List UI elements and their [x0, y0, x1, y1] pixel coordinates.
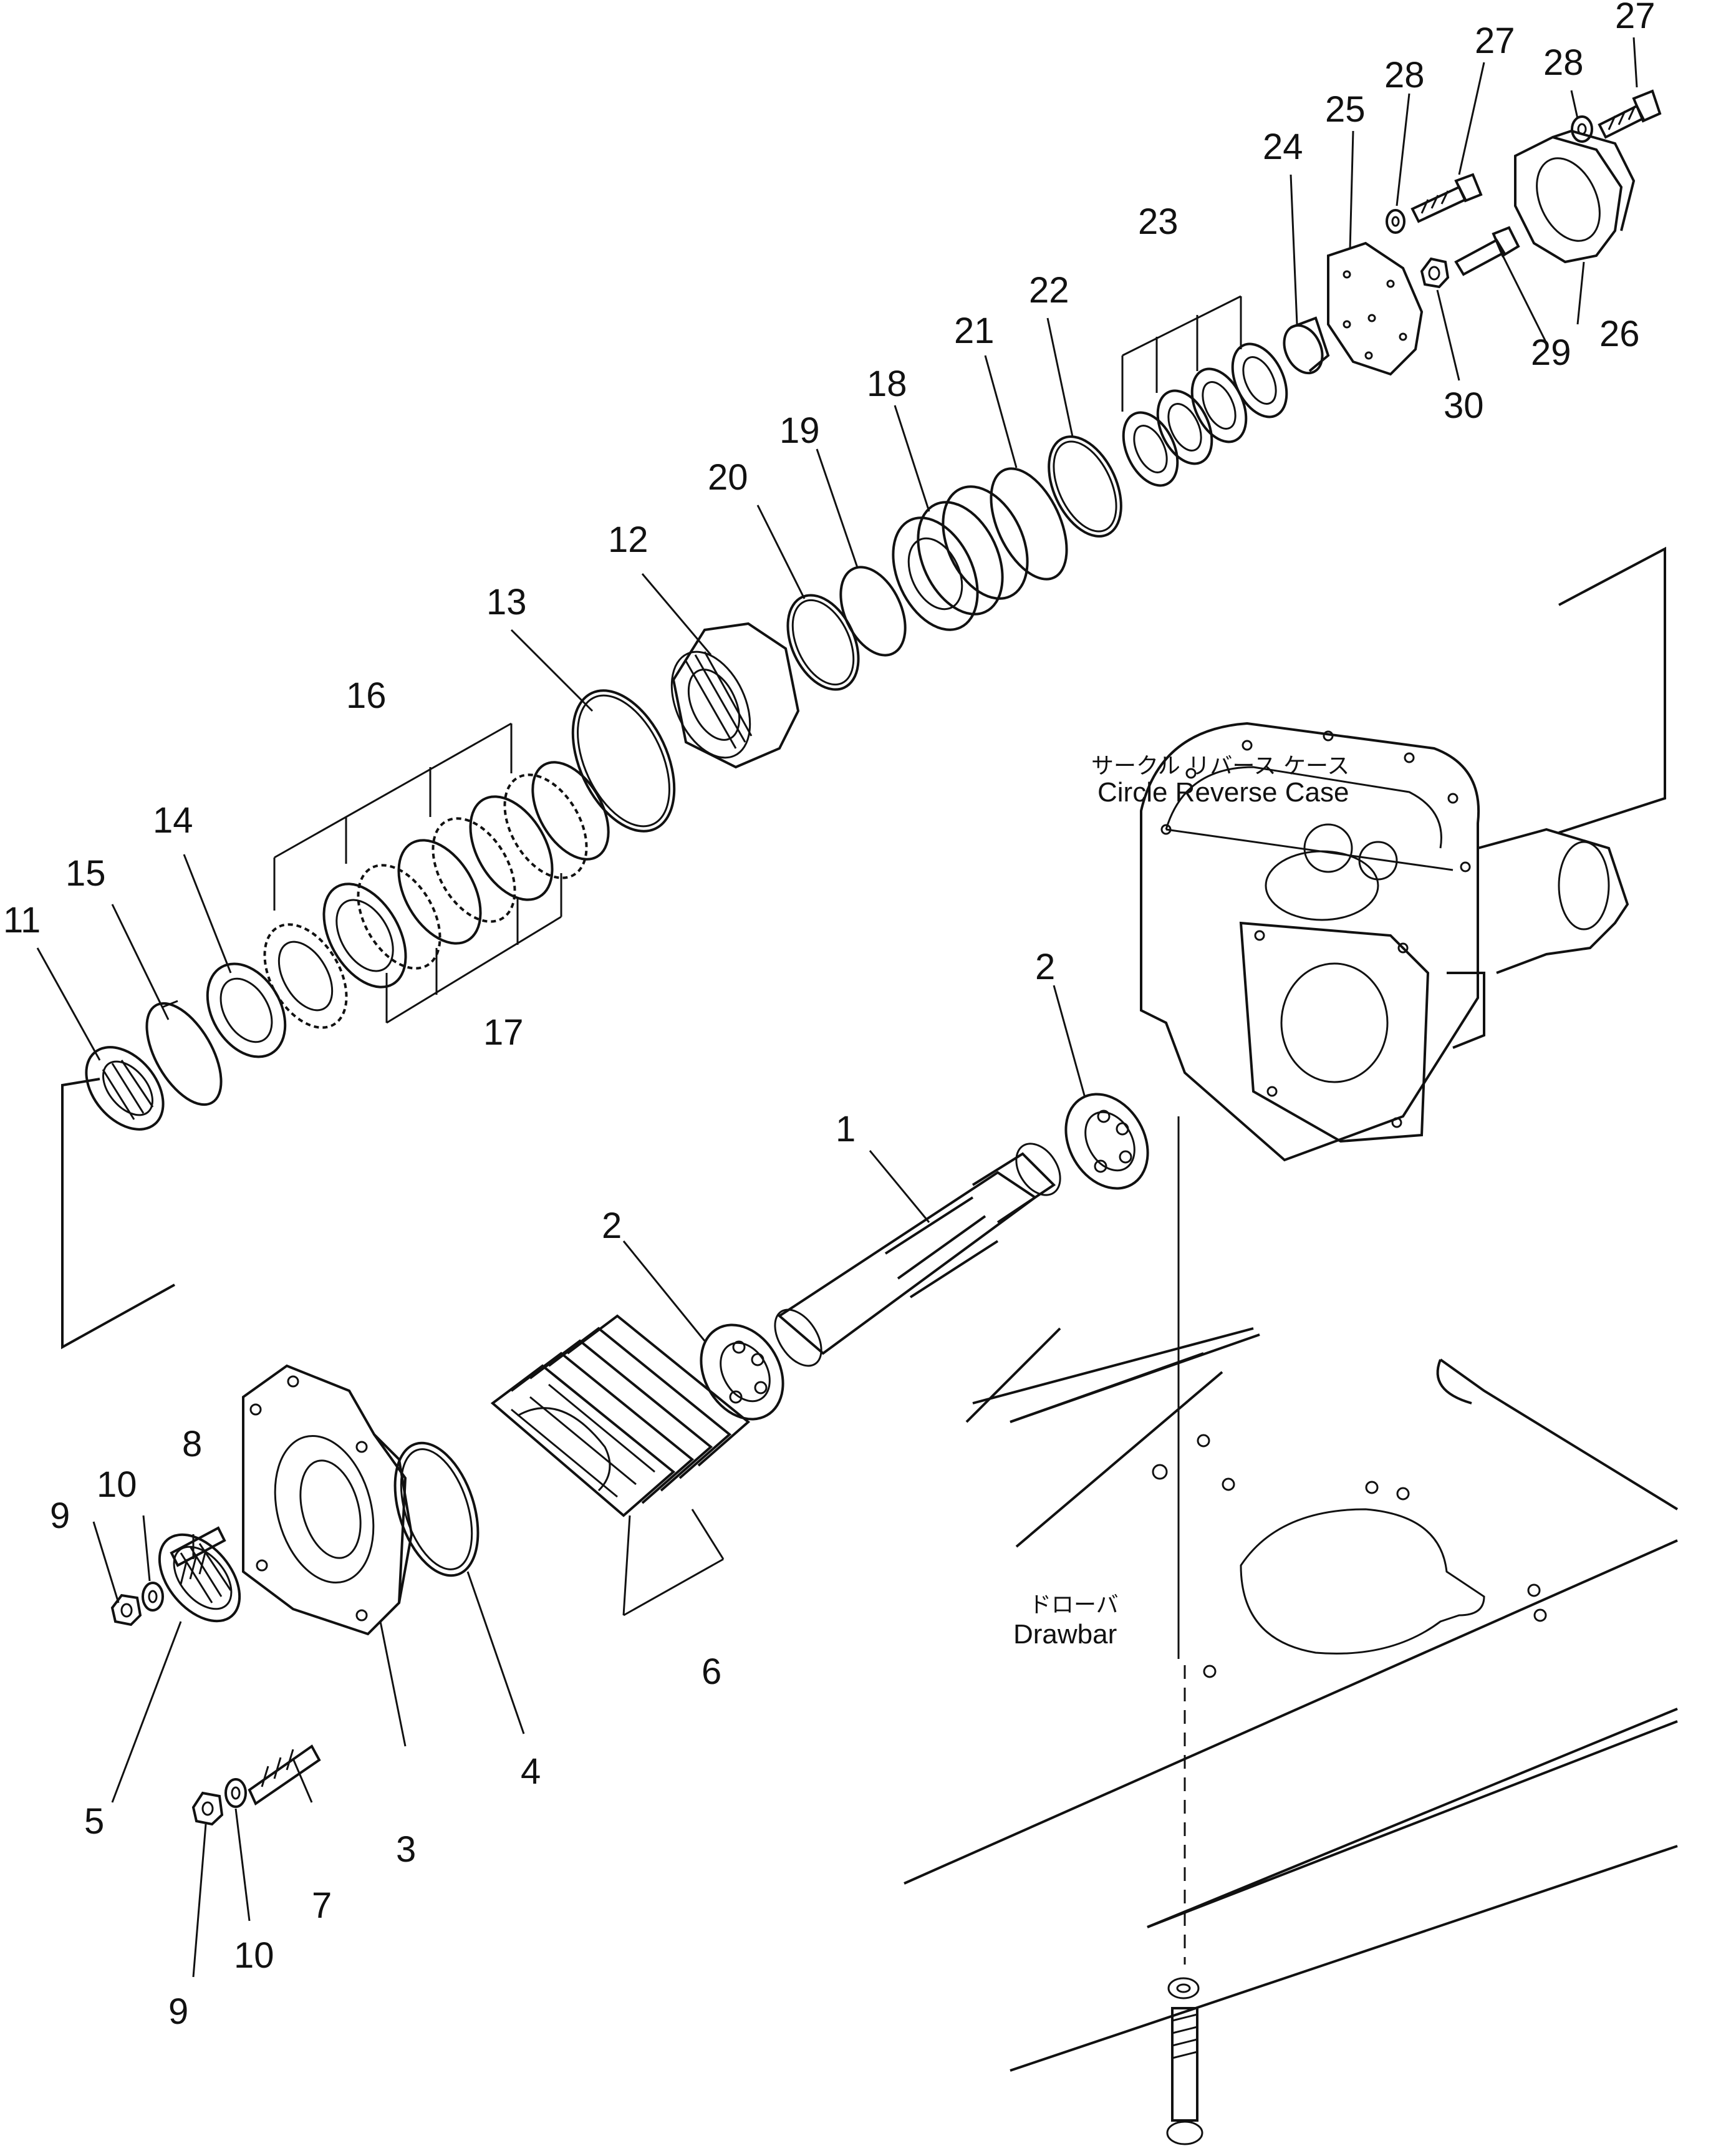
callout-12: 12	[608, 520, 649, 560]
part-19-ring	[839, 566, 907, 657]
part-16-17-clutch-discs	[263, 722, 610, 1029]
part-27-bolt-left	[1410, 173, 1483, 223]
callout-19: 19	[779, 410, 820, 451]
part-12-clutch-hub	[670, 622, 800, 769]
part-28-washer-left	[1386, 209, 1406, 234]
callout-1: 1	[836, 1109, 856, 1149]
drawbar-label: Drawbar	[1013, 1619, 1117, 1650]
part-10-washer-top	[142, 1582, 164, 1612]
callout-25: 25	[1325, 89, 1366, 130]
callout-27-left: 27	[1475, 21, 1515, 61]
part-22-ring	[1048, 435, 1122, 538]
callout-29: 29	[1531, 332, 1571, 373]
part-14-seal	[206, 962, 287, 1058]
part-11-bearing	[85, 1046, 165, 1131]
callout-28-right: 28	[1543, 42, 1584, 83]
callout-20: 20	[708, 457, 748, 498]
part-9-nut-top	[110, 1593, 142, 1627]
part-10-washer-bottom	[224, 1778, 247, 1808]
part-6-shim-plates	[490, 1314, 751, 1517]
part-15-snap-ring	[145, 1000, 223, 1106]
callout-9-top: 9	[50, 1496, 70, 1536]
callout-5: 5	[84, 1801, 104, 1842]
part-9-nut-bottom	[191, 1791, 224, 1826]
callout-9-bottom: 9	[168, 1991, 188, 2032]
leader-lines	[36, 37, 1638, 1978]
callout-16: 16	[346, 675, 387, 716]
drawbar-label-jp: ドローバ	[1029, 1592, 1119, 1618]
callout-3: 3	[396, 1829, 416, 1870]
callout-22: 22	[1029, 270, 1069, 311]
part-8-stud	[170, 1526, 226, 1585]
circle-reverse-case-label: Circle Reverse Case	[1097, 777, 1349, 808]
circle-reverse-case-label-jp: サークル リバース ケース	[1091, 753, 1349, 779]
callout-11: 11	[3, 900, 41, 940]
case-bolt-holes	[1160, 730, 1471, 1128]
part-23-shims	[1121, 295, 1288, 487]
callout-14: 14	[153, 800, 193, 841]
callout-26: 26	[1599, 314, 1640, 354]
callout-17: 17	[483, 1012, 524, 1053]
part-29-bolt	[1454, 226, 1520, 276]
callout-23: 23	[1138, 201, 1179, 242]
part-1-shaft	[774, 1143, 1061, 1367]
callout-7: 7	[312, 1885, 332, 1926]
callout-28-left: 28	[1384, 55, 1425, 95]
callout-13: 13	[486, 582, 527, 622]
callout-labels: 1 2 2 3 4 5 6 7 8 9 9 10 10 11 12 13 14 …	[3, 0, 1656, 2032]
part-7-stud	[248, 1744, 321, 1806]
part-28-washer-right	[1571, 115, 1593, 143]
callout-10-bottom: 10	[234, 1935, 274, 1976]
part-20-ring	[786, 594, 860, 691]
callout-18: 18	[867, 364, 907, 404]
callout-21: 21	[954, 311, 995, 351]
callout-15: 15	[65, 853, 106, 894]
part-4-o-ring	[393, 1441, 480, 1577]
part-13-o-ring	[571, 689, 676, 833]
callout-2-right: 2	[1035, 947, 1055, 987]
part-25-cover	[1327, 241, 1424, 376]
part-27-bolt-right	[1598, 89, 1662, 139]
drawbar	[904, 1116, 1679, 2145]
part-18-piston	[892, 485, 1029, 631]
callout-30: 30	[1444, 385, 1484, 426]
part-3-housing	[242, 1364, 413, 1636]
callout-4: 4	[521, 1751, 541, 1792]
callout-10-top: 10	[97, 1464, 137, 1505]
callout-6: 6	[702, 1651, 721, 1692]
callout-27-right: 27	[1615, 0, 1656, 36]
callout-2-left: 2	[602, 1206, 622, 1246]
circle-reverse-case	[1140, 546, 1666, 1162]
left-bracket	[61, 1078, 175, 1350]
callout-8: 8	[182, 1424, 202, 1464]
part-2-bearing-right	[1064, 1093, 1149, 1190]
callout-24: 24	[1263, 127, 1303, 167]
part-26-cover	[1514, 129, 1636, 264]
part-21-ring	[990, 467, 1068, 581]
part-24-bushing	[1283, 316, 1330, 375]
part-30-nut	[1420, 257, 1450, 289]
